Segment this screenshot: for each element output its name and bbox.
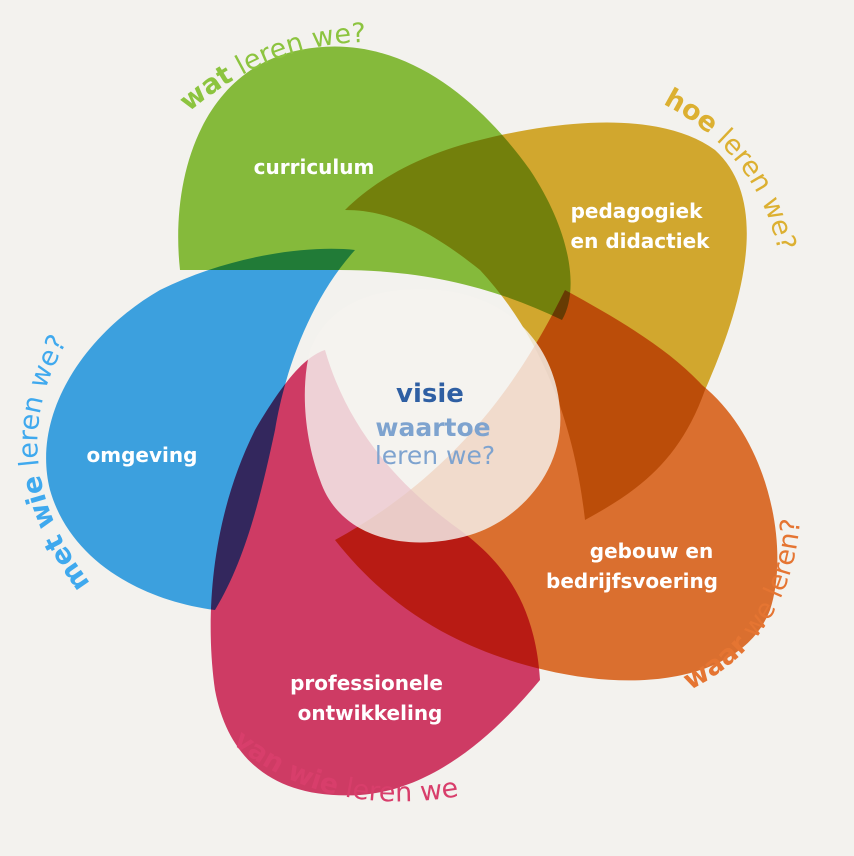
center-line1: waartoe	[375, 413, 490, 442]
petal-blue	[46, 248, 356, 610]
petal-label-yellow: pedagogiek en didactiek	[571, 199, 711, 253]
center-circle	[304, 289, 561, 543]
center-line2: leren we?	[375, 441, 495, 470]
petal-label-orange: gebouw en bedrijfsvoering	[546, 539, 720, 593]
center-title: visie	[396, 379, 464, 409]
petal-labels: curriculum pedagogiek en didactiek gebou…	[87, 155, 720, 725]
petal-label-pink: professionele ontwikkeling	[290, 671, 450, 725]
petal-label-green: curriculum	[254, 155, 375, 179]
petal-pink	[210, 350, 540, 796]
petals	[46, 46, 778, 796]
center-label: visie waartoe leren we?	[375, 379, 495, 470]
petal-label-blue: omgeving	[87, 443, 198, 467]
